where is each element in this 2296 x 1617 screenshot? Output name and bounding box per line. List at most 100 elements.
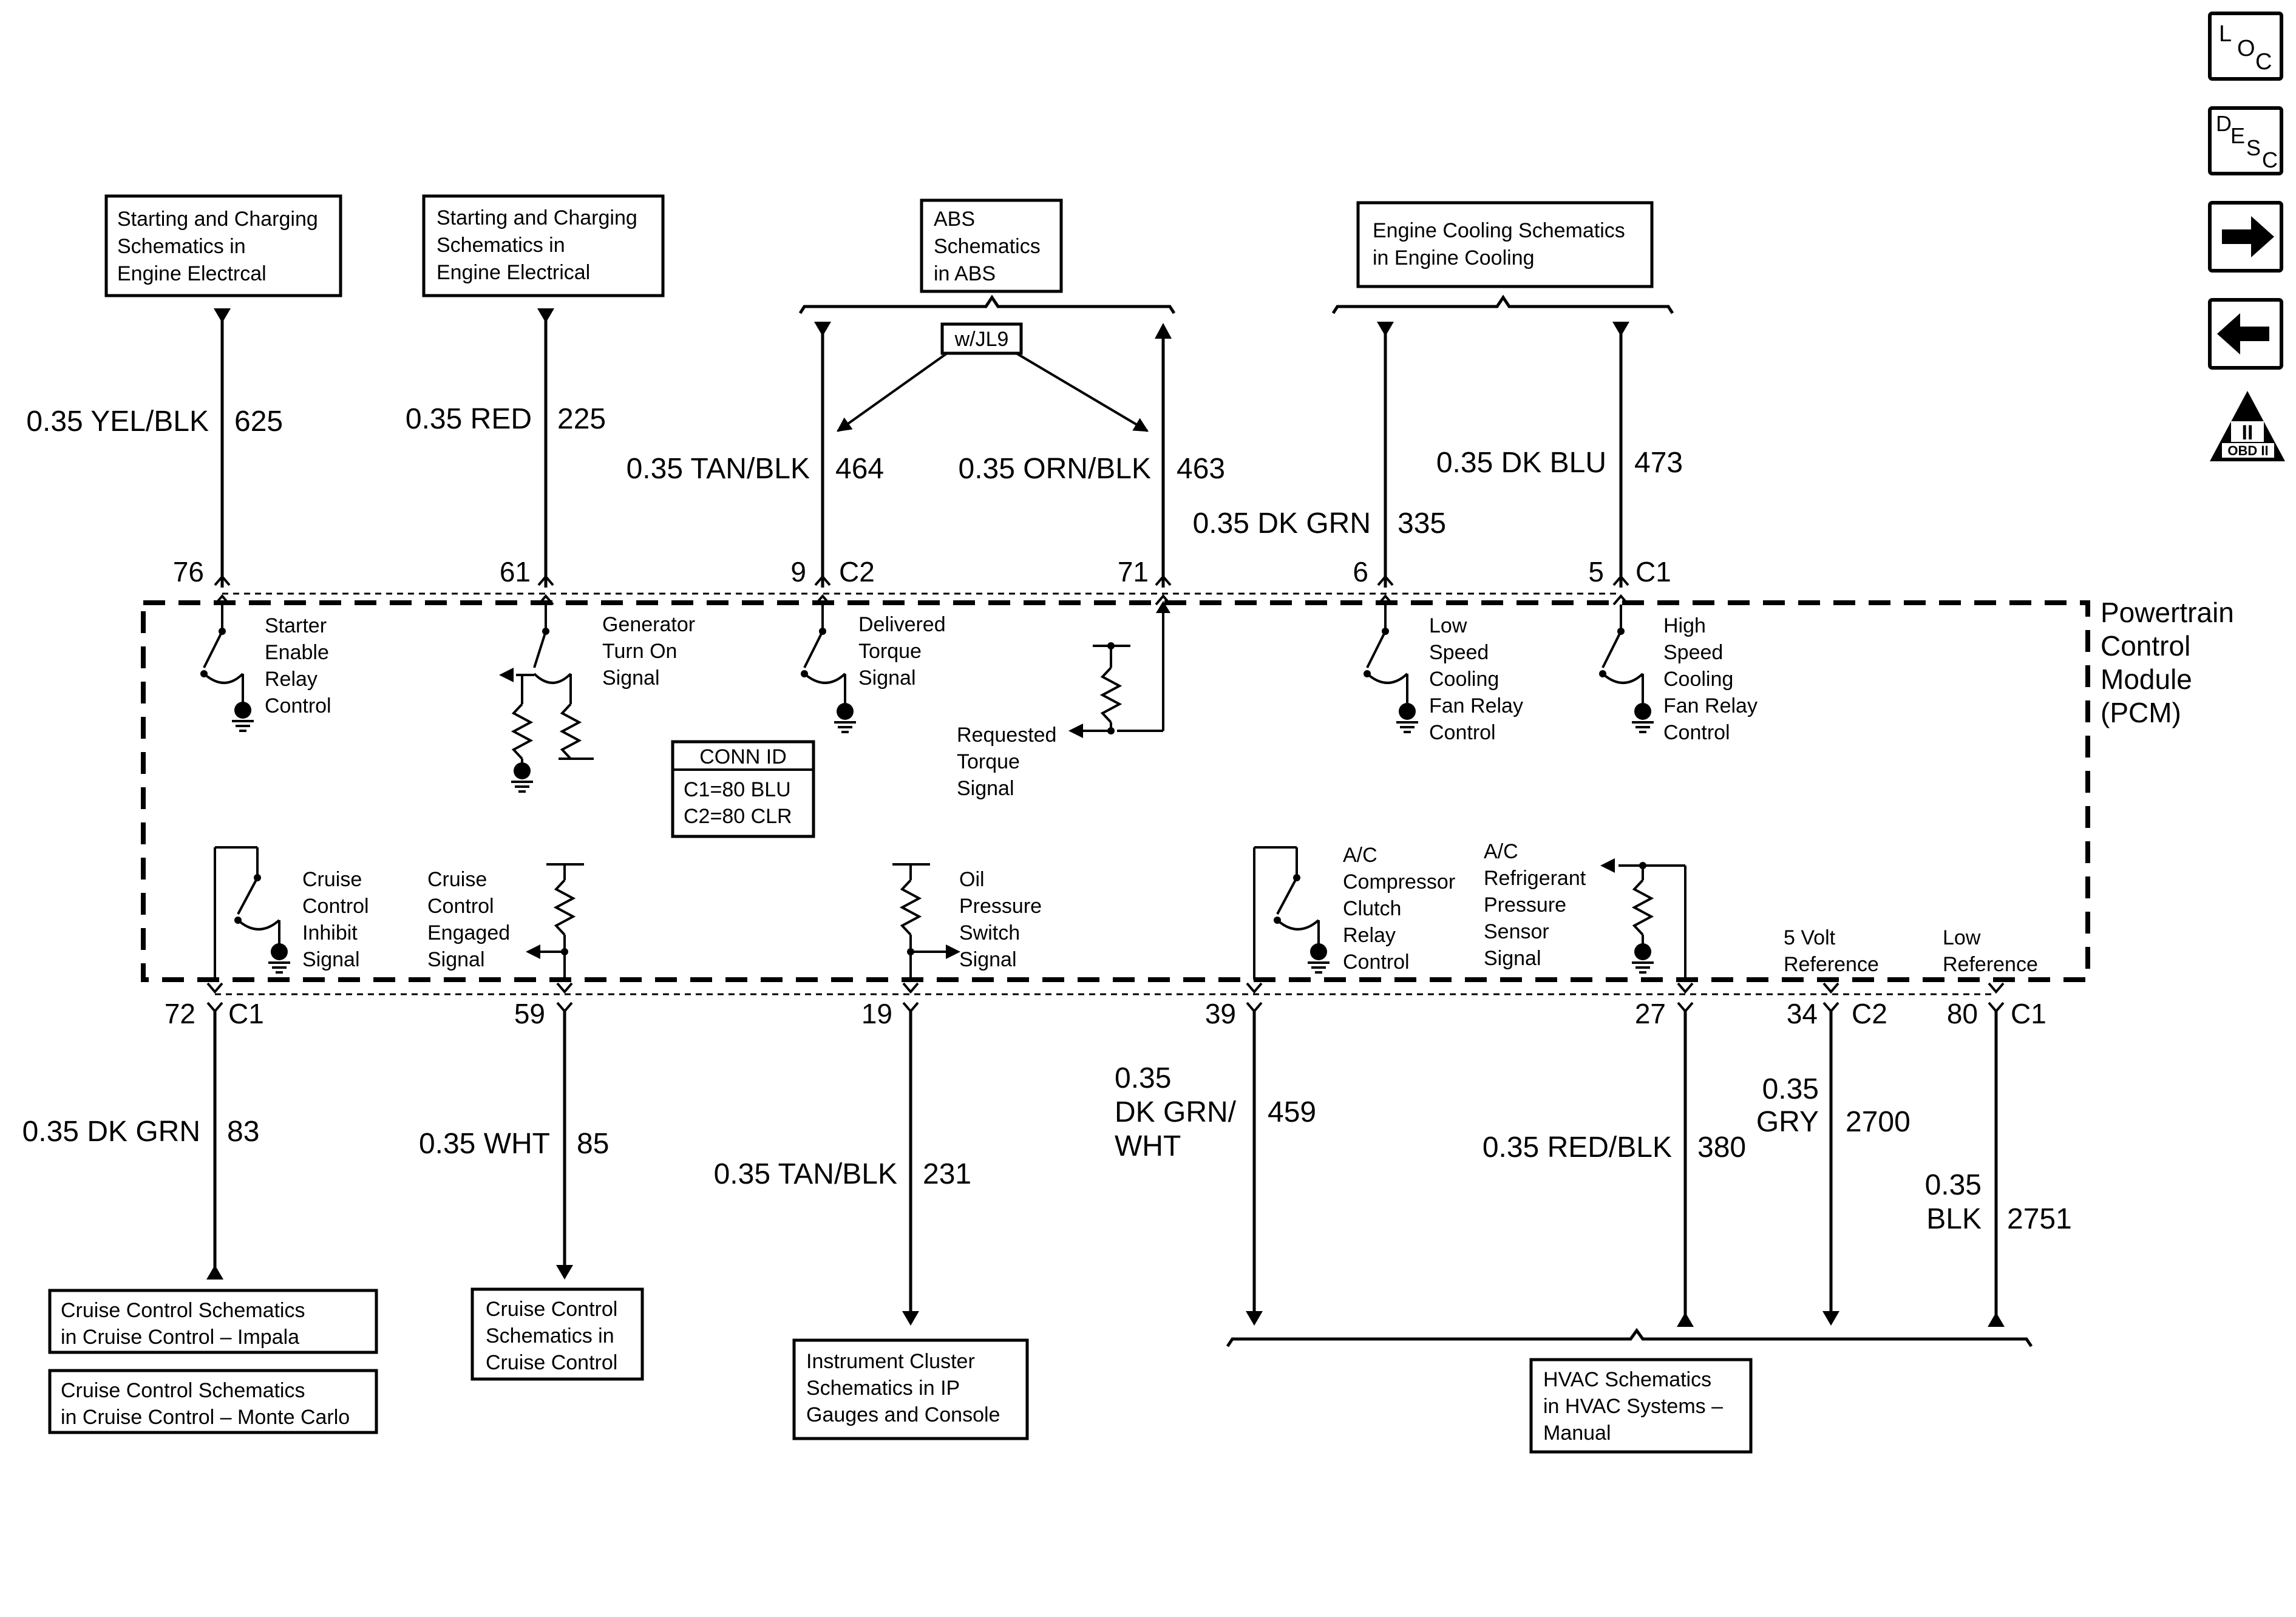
ground-icon [1364,628,1418,733]
signal-line: Control [1429,721,1496,744]
ground-icon [234,874,290,974]
top-ref-box-starting-charging-2[interactable]: Starting and Charging Schematics in Engi… [422,194,665,297]
cruise-engaged-circuit [540,863,584,980]
pin-number: 19 [861,998,892,1029]
signal-line: Control [1343,951,1410,974]
signal-label-cruise-engaged: Cruise Control Engaged Signal [427,868,510,971]
signal-line: Control [427,895,494,918]
signal-line: Signal [858,666,916,690]
bottom-ref-box-instrument-cluster[interactable]: Instrument Cluster Schematics in IP Gaug… [792,1338,1029,1440]
circuit-number: 231 [923,1158,971,1190]
cruise-engaged-nodes [526,944,568,959]
box-line: in Cruise Control – Impala [61,1326,299,1349]
conn-id-box: CONN ID C1=80 BLU C2=80 CLR [671,740,815,838]
box-line: in Engine Cooling [1373,246,1535,270]
circuit-number: 473 [1634,447,1683,479]
box-line: Manual [1543,1422,1611,1445]
bottom-ref-box-hvac[interactable]: HVAC Schematics in HVAC Systems – Manual [1529,1358,1753,1454]
box-line: Engine Electrical [436,261,590,284]
signal-line: Enable [265,641,329,664]
box-line: in ABS [934,262,996,285]
signal-label-generator: Generator Turn On Signal [602,613,695,690]
ac-pressure-sensor-circuit [1618,864,1686,980]
loc-icon[interactable]: L O C [2208,12,2283,81]
ac-clutch-relay-switch [1253,846,1320,980]
signal-line: Turn On [602,640,677,663]
signal-line: Pressure [1484,893,1566,917]
ground-icon [1274,874,1330,974]
signal-line: A/C [1484,840,1518,863]
high-speed-fan-switch [1601,605,1644,703]
signal-line: Generator [602,613,695,636]
requested-torque-circuit [1081,605,1164,732]
top-ref-box-abs[interactable]: ABS Schematics in ABS [920,198,1063,293]
signal-label-low-reference: Low Reference [1943,926,2038,976]
signal-line: Signal [959,948,1017,971]
bottom-ref-box-cruise-impala[interactable]: Cruise Control Schematics in Cruise Cont… [48,1289,378,1354]
circuit-number: 2751 [2007,1203,2072,1235]
wire-color-label: 0.35 [1115,1062,1171,1094]
box-line: in HVAC Systems – [1543,1395,1723,1418]
arrow-right-icon[interactable] [2208,201,2283,273]
abs-brace [798,294,1176,314]
jl9-label: w/JL9 [954,328,1009,351]
requested-torque-nodes [1068,601,1170,738]
starter-enable-switch [203,605,244,703]
circuit-number: 2700 [1846,1106,1911,1138]
box-line: Instrument Cluster [806,1350,975,1373]
obd-roman: II [2242,421,2254,444]
signal-line: Fan Relay [1663,694,1758,717]
signal-line: Speed [1663,641,1723,664]
bottom-ref-box-cruise-monte-carlo[interactable]: Cruise Control Schematics in Cruise Cont… [48,1369,378,1434]
box-line: Schematics in [117,235,246,258]
desc-letter-s: S [2246,135,2261,160]
bottom-wire-arrows [206,1265,2005,1327]
signal-line: Sensor [1484,920,1549,943]
obd-ii-icon[interactable]: II OBD II [2210,391,2285,461]
box-line: Engine Cooling Schematics [1373,219,1625,242]
pin-number: 9 [790,556,806,588]
top-ref-box-starting-charging-1[interactable]: Starting and Charging Schematics in Engi… [104,194,342,297]
pin-number: 59 [514,998,545,1029]
box-line: Schematics in [436,234,565,257]
signal-line: Cruise [302,868,362,891]
signal-line: 5 Volt [1784,926,1836,949]
signal-line: Delivered [858,613,946,636]
generator-turn-on-circuit [511,605,594,766]
ground-icon [200,628,254,732]
bottom-ref-box-cruise-control[interactable]: Cruise Control Schematics in Cruise Cont… [470,1287,644,1381]
circuit-number: 463 [1177,453,1225,485]
wire-color-label: 0.35 TAN/BLK [627,453,810,485]
jl9-option: w/JL9 [837,322,1149,432]
wire-color-label: 0.35 RED/BLK [1483,1131,1672,1164]
top-ref-box-engine-cooling[interactable]: Engine Cooling Schematics in Engine Cool… [1356,201,1654,288]
signal-label-starter: Starter Enable Relay Control [265,614,331,717]
loc-letter-c: C [2255,49,2272,75]
pin-number: 71 [1118,556,1149,588]
wire-color-label: 0.35 DK BLU [1436,447,1606,479]
oil-pressure-circuit [892,863,947,980]
pcm-name-line-3: Module [2101,663,2192,695]
signal-label-oil-pressure: Oil Pressure Switch Signal [959,868,1042,971]
delivered-torque-switch [803,605,846,703]
signal-line: Starter [265,614,327,637]
signal-line: Speed [1429,641,1489,664]
pin-number: 27 [1635,998,1666,1029]
signal-label-high-speed-fan: High Speed Cooling Fan Relay Control [1663,614,1758,744]
desc-icon[interactable]: D E S C [2208,106,2283,175]
desc-letter-e: E [2230,123,2245,148]
arrow-left-icon[interactable] [2208,298,2283,370]
pcm-name-line-4: (PCM) [2101,697,2181,728]
signal-line: Cruise [427,868,487,891]
oil-pressure-nodes [907,944,960,959]
connector-id: C2 [839,556,875,588]
signal-line: Low [1943,926,1981,949]
wire-color-label: 0.35 [1925,1169,1982,1201]
signal-line: Signal [957,777,1014,800]
signal-line: Low [1429,614,1467,637]
box-line: ABS [934,208,975,231]
box-line: Schematics in [486,1324,614,1348]
circuit-number: 459 [1268,1096,1316,1128]
box-line: Cruise Control Schematics [61,1379,305,1402]
signal-label-cruise-inhibit: Cruise Control Inhibit Signal [302,868,369,971]
